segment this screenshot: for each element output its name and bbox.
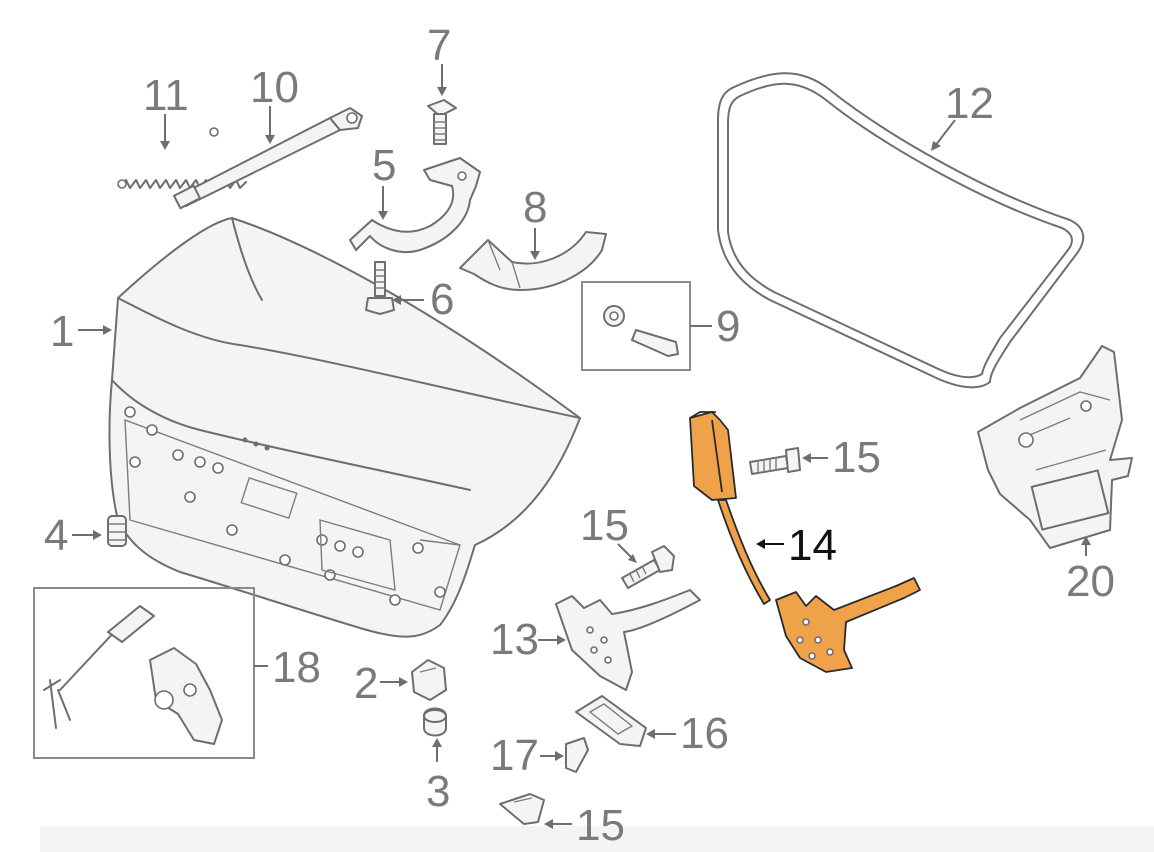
lock-kit-box[interactable] [33, 587, 255, 759]
clip-17-part[interactable] [499, 793, 545, 825]
trunk-lid-holes [124, 406, 446, 606]
svg-text:20: 20 [1066, 557, 1115, 606]
callout-3: 3 [426, 738, 450, 816]
weatherstrip-part[interactable] [717, 72, 1085, 389]
svg-text:4: 4 [44, 511, 68, 560]
callout-15-upper: 15 [802, 433, 881, 482]
bolt-15-lower-part[interactable] [621, 545, 675, 589]
clip-kit-box[interactable] [581, 281, 691, 371]
trunk-lid-part[interactable] [108, 217, 581, 638]
svg-text:15: 15 [576, 801, 625, 850]
callout-1: 1 [50, 307, 112, 356]
callout-9: 9 [690, 302, 740, 351]
svg-text:5: 5 [372, 141, 396, 190]
callout-14: 14 [756, 521, 837, 570]
callout-8: 8 [523, 183, 547, 260]
callout-13: 13 [490, 615, 566, 664]
svg-text:16: 16 [680, 709, 729, 758]
callout-19: 18 [254, 643, 321, 692]
svg-text:9: 9 [716, 302, 740, 351]
callout-15-lower: 15 [580, 501, 637, 563]
svg-text:15: 15 [580, 501, 629, 550]
callout-4: 4 [44, 511, 102, 560]
svg-text:13: 13 [490, 615, 539, 664]
callout-5: 5 [372, 141, 396, 220]
bumper-4-part[interactable] [107, 515, 127, 547]
bolt-6-part[interactable] [365, 261, 395, 315]
callout-6: 6 [392, 275, 454, 324]
grommet-2-part[interactable] [411, 659, 447, 701]
bracket-13-part[interactable] [555, 589, 701, 691]
svg-text:14: 14 [788, 521, 837, 570]
wire-harness-14-part[interactable] [689, 411, 921, 673]
callout-18: 17 [490, 731, 564, 780]
spring-part[interactable] [117, 127, 247, 189]
callout-20: 20 [1066, 536, 1115, 606]
bolt-15-upper-part[interactable] [749, 447, 801, 475]
hinge-part[interactable] [349, 157, 481, 254]
pin-18-part[interactable] [565, 737, 589, 773]
callout-10: 10 [250, 63, 299, 144]
svg-text:6: 6 [430, 275, 454, 324]
svg-text:15: 15 [832, 433, 881, 482]
footer-band [40, 826, 1154, 852]
handle-16-part[interactable] [575, 695, 647, 747]
callout-11: 11 [143, 71, 189, 150]
svg-text:18: 18 [272, 643, 321, 692]
svg-text:11: 11 [143, 71, 189, 120]
bracket-8-part[interactable] [459, 231, 607, 291]
cap-3-part[interactable] [423, 707, 447, 737]
callout-2: 2 [354, 659, 408, 708]
callout-16: 16 [646, 709, 729, 758]
bolt-7-part[interactable] [427, 99, 457, 145]
svg-text:3: 3 [426, 767, 450, 816]
svg-text:17: 17 [490, 731, 539, 780]
callout-12: 12 [931, 79, 994, 151]
svg-text:7: 7 [427, 21, 451, 70]
svg-text:1: 1 [50, 307, 74, 356]
svg-text:10: 10 [250, 63, 299, 112]
callout-17: 15 [544, 801, 625, 850]
svg-text:2: 2 [354, 659, 378, 708]
gas-strut-part[interactable] [173, 107, 363, 210]
svg-text:12: 12 [945, 79, 994, 128]
svg-text:8: 8 [523, 183, 547, 232]
callout-7: 7 [427, 21, 451, 96]
latch-assembly-20-part[interactable] [977, 345, 1133, 549]
